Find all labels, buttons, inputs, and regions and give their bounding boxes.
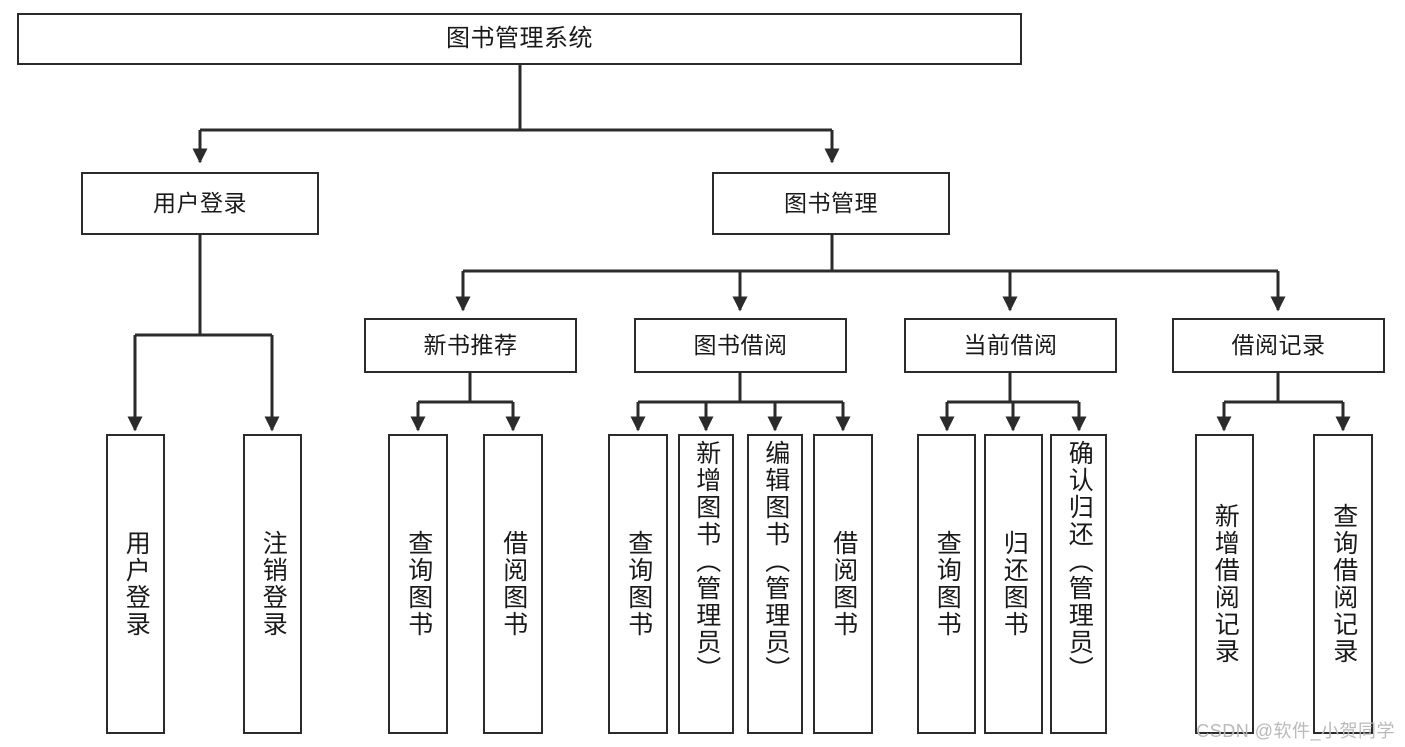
node-new-book-recommend-label: 新书推荐 bbox=[423, 332, 518, 359]
node-leaf-current-query-book[interactable]: 查询图书 bbox=[917, 434, 976, 734]
node-leaf-borrow-query-book-label: 查询图书 bbox=[624, 530, 653, 638]
node-user-login-label: 用户登录 bbox=[153, 190, 247, 217]
node-leaf-borrow-borrow-book[interactable]: 借阅图书 bbox=[813, 434, 873, 734]
node-leaf-borrow-add-book[interactable]: 新增图书（管理员） bbox=[678, 434, 734, 734]
node-leaf-borrow-query-book[interactable]: 查询图书 bbox=[608, 434, 668, 734]
node-leaf-borrow-edit-book[interactable]: 编辑图书（管理员） bbox=[747, 434, 803, 734]
node-leaf-current-return-book[interactable]: 归还图书 bbox=[984, 434, 1043, 734]
node-borrow-record[interactable]: 借阅记录 bbox=[1172, 318, 1385, 373]
node-leaf-borrow-borrow-book-label: 借阅图书 bbox=[829, 530, 858, 638]
node-leaf-current-confirm-return[interactable]: 确认归还（管理员） bbox=[1050, 434, 1107, 734]
node-current-borrow-label: 当前借阅 bbox=[963, 332, 1058, 359]
node-new-book-recommend[interactable]: 新书推荐 bbox=[364, 318, 577, 373]
node-leaf-record-add-record[interactable]: 新增借阅记录 bbox=[1195, 434, 1254, 734]
node-book-manage[interactable]: 图书管理 bbox=[712, 172, 950, 235]
node-leaf-recommend-query-book[interactable]: 查询图书 bbox=[388, 434, 448, 734]
node-leaf-recommend-query-book-label: 查询图书 bbox=[404, 530, 433, 638]
node-leaf-record-query-record-label: 查询借阅记录 bbox=[1329, 503, 1358, 665]
node-leaf-user-login-logout-label: 注销登录 bbox=[259, 530, 288, 638]
node-leaf-current-confirm-return-label: 确认归还（管理员） bbox=[1065, 440, 1094, 683]
node-leaf-recommend-borrow-book[interactable]: 借阅图书 bbox=[483, 434, 543, 734]
node-user-login[interactable]: 用户登录 bbox=[81, 172, 319, 235]
node-leaf-user-login-login[interactable]: 用户登录 bbox=[106, 434, 165, 734]
node-root-label: 图书管理系统 bbox=[446, 25, 593, 53]
node-root[interactable]: 图书管理系统 bbox=[17, 13, 1022, 65]
node-leaf-record-query-record[interactable]: 查询借阅记录 bbox=[1313, 434, 1373, 734]
node-leaf-current-return-book-label: 归还图书 bbox=[1000, 530, 1029, 638]
node-book-borrow-label: 图书借阅 bbox=[693, 332, 788, 359]
node-leaf-recommend-borrow-book-label: 借阅图书 bbox=[499, 530, 528, 638]
node-book-manage-label: 图书管理 bbox=[784, 190, 878, 217]
node-leaf-borrow-edit-book-label: 编辑图书（管理员） bbox=[761, 440, 790, 683]
node-leaf-current-query-book-label: 查询图书 bbox=[933, 530, 962, 638]
node-current-borrow[interactable]: 当前借阅 bbox=[904, 318, 1117, 373]
node-borrow-record-label: 借阅记录 bbox=[1231, 332, 1326, 359]
node-leaf-user-login-logout[interactable]: 注销登录 bbox=[243, 434, 302, 734]
node-book-borrow[interactable]: 图书借阅 bbox=[634, 318, 847, 373]
node-leaf-user-login-login-label: 用户登录 bbox=[122, 530, 151, 638]
node-leaf-record-add-record-label: 新增借阅记录 bbox=[1211, 503, 1240, 665]
node-leaf-borrow-add-book-label: 新增图书（管理员） bbox=[692, 440, 721, 683]
